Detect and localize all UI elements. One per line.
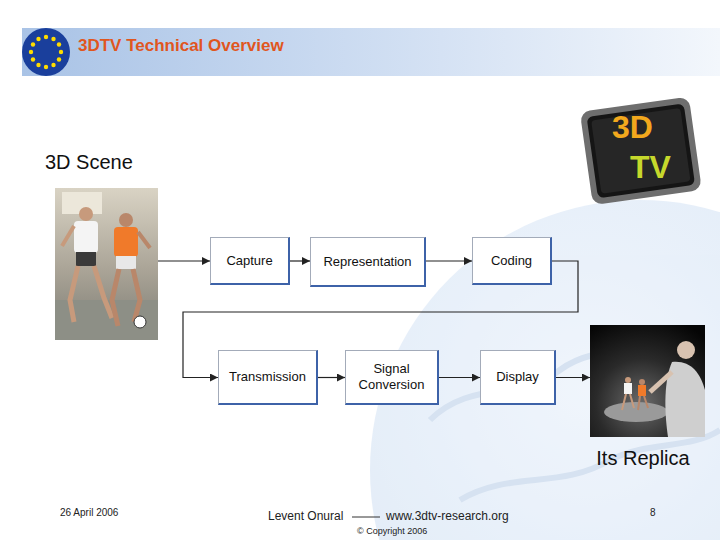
box-label: Signal Conversion	[352, 361, 431, 392]
header-bar	[22, 28, 720, 76]
tv-logo	[587, 103, 695, 198]
replica-photo	[625, 377, 631, 383]
scene-photo	[116, 256, 136, 269]
box-label: Coding	[491, 253, 532, 269]
eu-flag-icon	[44, 35, 48, 39]
footer-dash	[352, 517, 380, 518]
scene-photo	[70, 266, 78, 322]
flow-arrow	[426, 260, 472, 261]
logo-text: TV	[630, 148, 671, 186]
tv-logo	[580, 97, 702, 205]
eu-flag-icon	[59, 50, 63, 54]
replica-photo	[590, 325, 705, 437]
process-box: Representation	[310, 237, 426, 287]
tv-logo	[580, 97, 702, 205]
scene-photo	[62, 226, 74, 246]
flow-arrow	[158, 260, 210, 261]
slide-title: 3DTV Technical Overview	[78, 36, 284, 56]
scene-photo	[76, 252, 96, 266]
eu-flag-icon	[44, 65, 48, 69]
eu-flag-icon	[57, 42, 61, 46]
globe-watermark	[460, 430, 720, 500]
eu-flag-icon	[36, 37, 40, 41]
replica-photo	[638, 396, 648, 410]
scene-photo	[133, 269, 140, 322]
eu-flag-icon	[57, 57, 61, 61]
replica-photo	[624, 383, 632, 394]
scene-photo	[112, 269, 119, 326]
eu-flag-icon	[29, 50, 33, 54]
replica-photo	[639, 379, 645, 385]
eu-flag-icon	[51, 63, 55, 67]
scene-photo	[55, 188, 158, 340]
tv-logo	[591, 108, 690, 194]
process-box: Coding	[472, 237, 552, 285]
eu-flag-icon	[31, 57, 35, 61]
page-number: 8	[650, 507, 656, 519]
author-label: Levent Onural	[268, 509, 343, 523]
box-label: Transmission	[229, 369, 306, 385]
scene-photo	[119, 213, 133, 227]
copyright-label: © Copyright 2006	[357, 526, 427, 537]
image-caption: 3D Scene	[45, 150, 165, 174]
replica-photo	[638, 385, 646, 396]
flow-arrow	[439, 377, 480, 378]
scene-photo	[94, 266, 112, 318]
eu-flag-icon	[22, 28, 70, 76]
image-caption: Its Replica	[578, 446, 708, 470]
replica-photo	[622, 394, 634, 410]
replica-photo	[604, 402, 668, 422]
scene-photo	[134, 316, 146, 328]
replica-photo	[590, 325, 705, 437]
scene-photo	[55, 188, 158, 340]
box-label: Capture	[226, 253, 272, 269]
date-label: 26 April 2006	[60, 507, 118, 519]
eu-flag-icon	[31, 42, 35, 46]
replica-photo	[677, 341, 695, 359]
scene-photo	[79, 207, 93, 221]
flow-arrow	[290, 260, 310, 261]
logo-text: 3D	[612, 108, 653, 146]
scene-photo	[138, 232, 150, 248]
scene-image: 3D Scene	[45, 150, 165, 342]
eu-flag-icon	[36, 63, 40, 67]
scene-photo	[114, 227, 138, 257]
scene-image: Its Replica	[578, 325, 708, 475]
flow-arrow	[318, 377, 345, 378]
eu-flag-icon	[22, 28, 70, 76]
flow-arrow	[556, 377, 590, 378]
box-label: Display	[496, 369, 539, 385]
process-box: Transmission	[218, 350, 318, 405]
process-box: Capture	[210, 237, 290, 285]
scene-photo	[74, 221, 98, 253]
header-bar	[22, 28, 720, 76]
eu-flag-icon	[51, 37, 55, 41]
replica-photo	[650, 372, 672, 392]
process-box: Signal Conversion	[345, 350, 439, 405]
process-box: Display	[480, 350, 556, 405]
url-label: www.3dtv-research.org	[386, 509, 509, 523]
footer-dash	[352, 517, 380, 518]
box-label: Representation	[323, 254, 411, 270]
